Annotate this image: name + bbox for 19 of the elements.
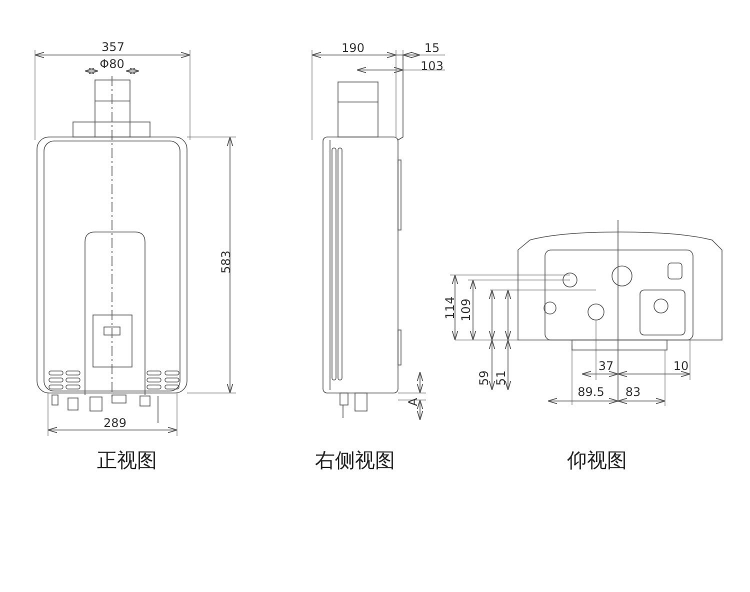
dimension-label: 10 (673, 360, 689, 372)
dimension-label: 83 (625, 386, 641, 398)
dimension-label: 51 (495, 370, 507, 386)
dimension-label: 357 (102, 41, 124, 53)
view-title: 右侧视图 (315, 450, 395, 470)
view-title: 仰视图 (567, 450, 627, 470)
dimension-label: 103 (420, 60, 444, 72)
dimension-label: A (407, 398, 419, 406)
dimension-label: 583 (220, 250, 232, 274)
dimension-label: Φ80 (100, 58, 124, 70)
dimension-label: 114 (444, 296, 456, 320)
dimension-label: 59 (478, 370, 490, 386)
dimension-label: 190 (342, 42, 364, 54)
view-title: 正视图 (97, 450, 157, 470)
dimension-label: 289 (104, 417, 126, 429)
dimension-label: 37 (598, 360, 614, 372)
dimension-label: 109 (460, 298, 472, 322)
dimension-label: 15 (424, 42, 440, 54)
dimension-label: 89.5 (578, 386, 604, 398)
